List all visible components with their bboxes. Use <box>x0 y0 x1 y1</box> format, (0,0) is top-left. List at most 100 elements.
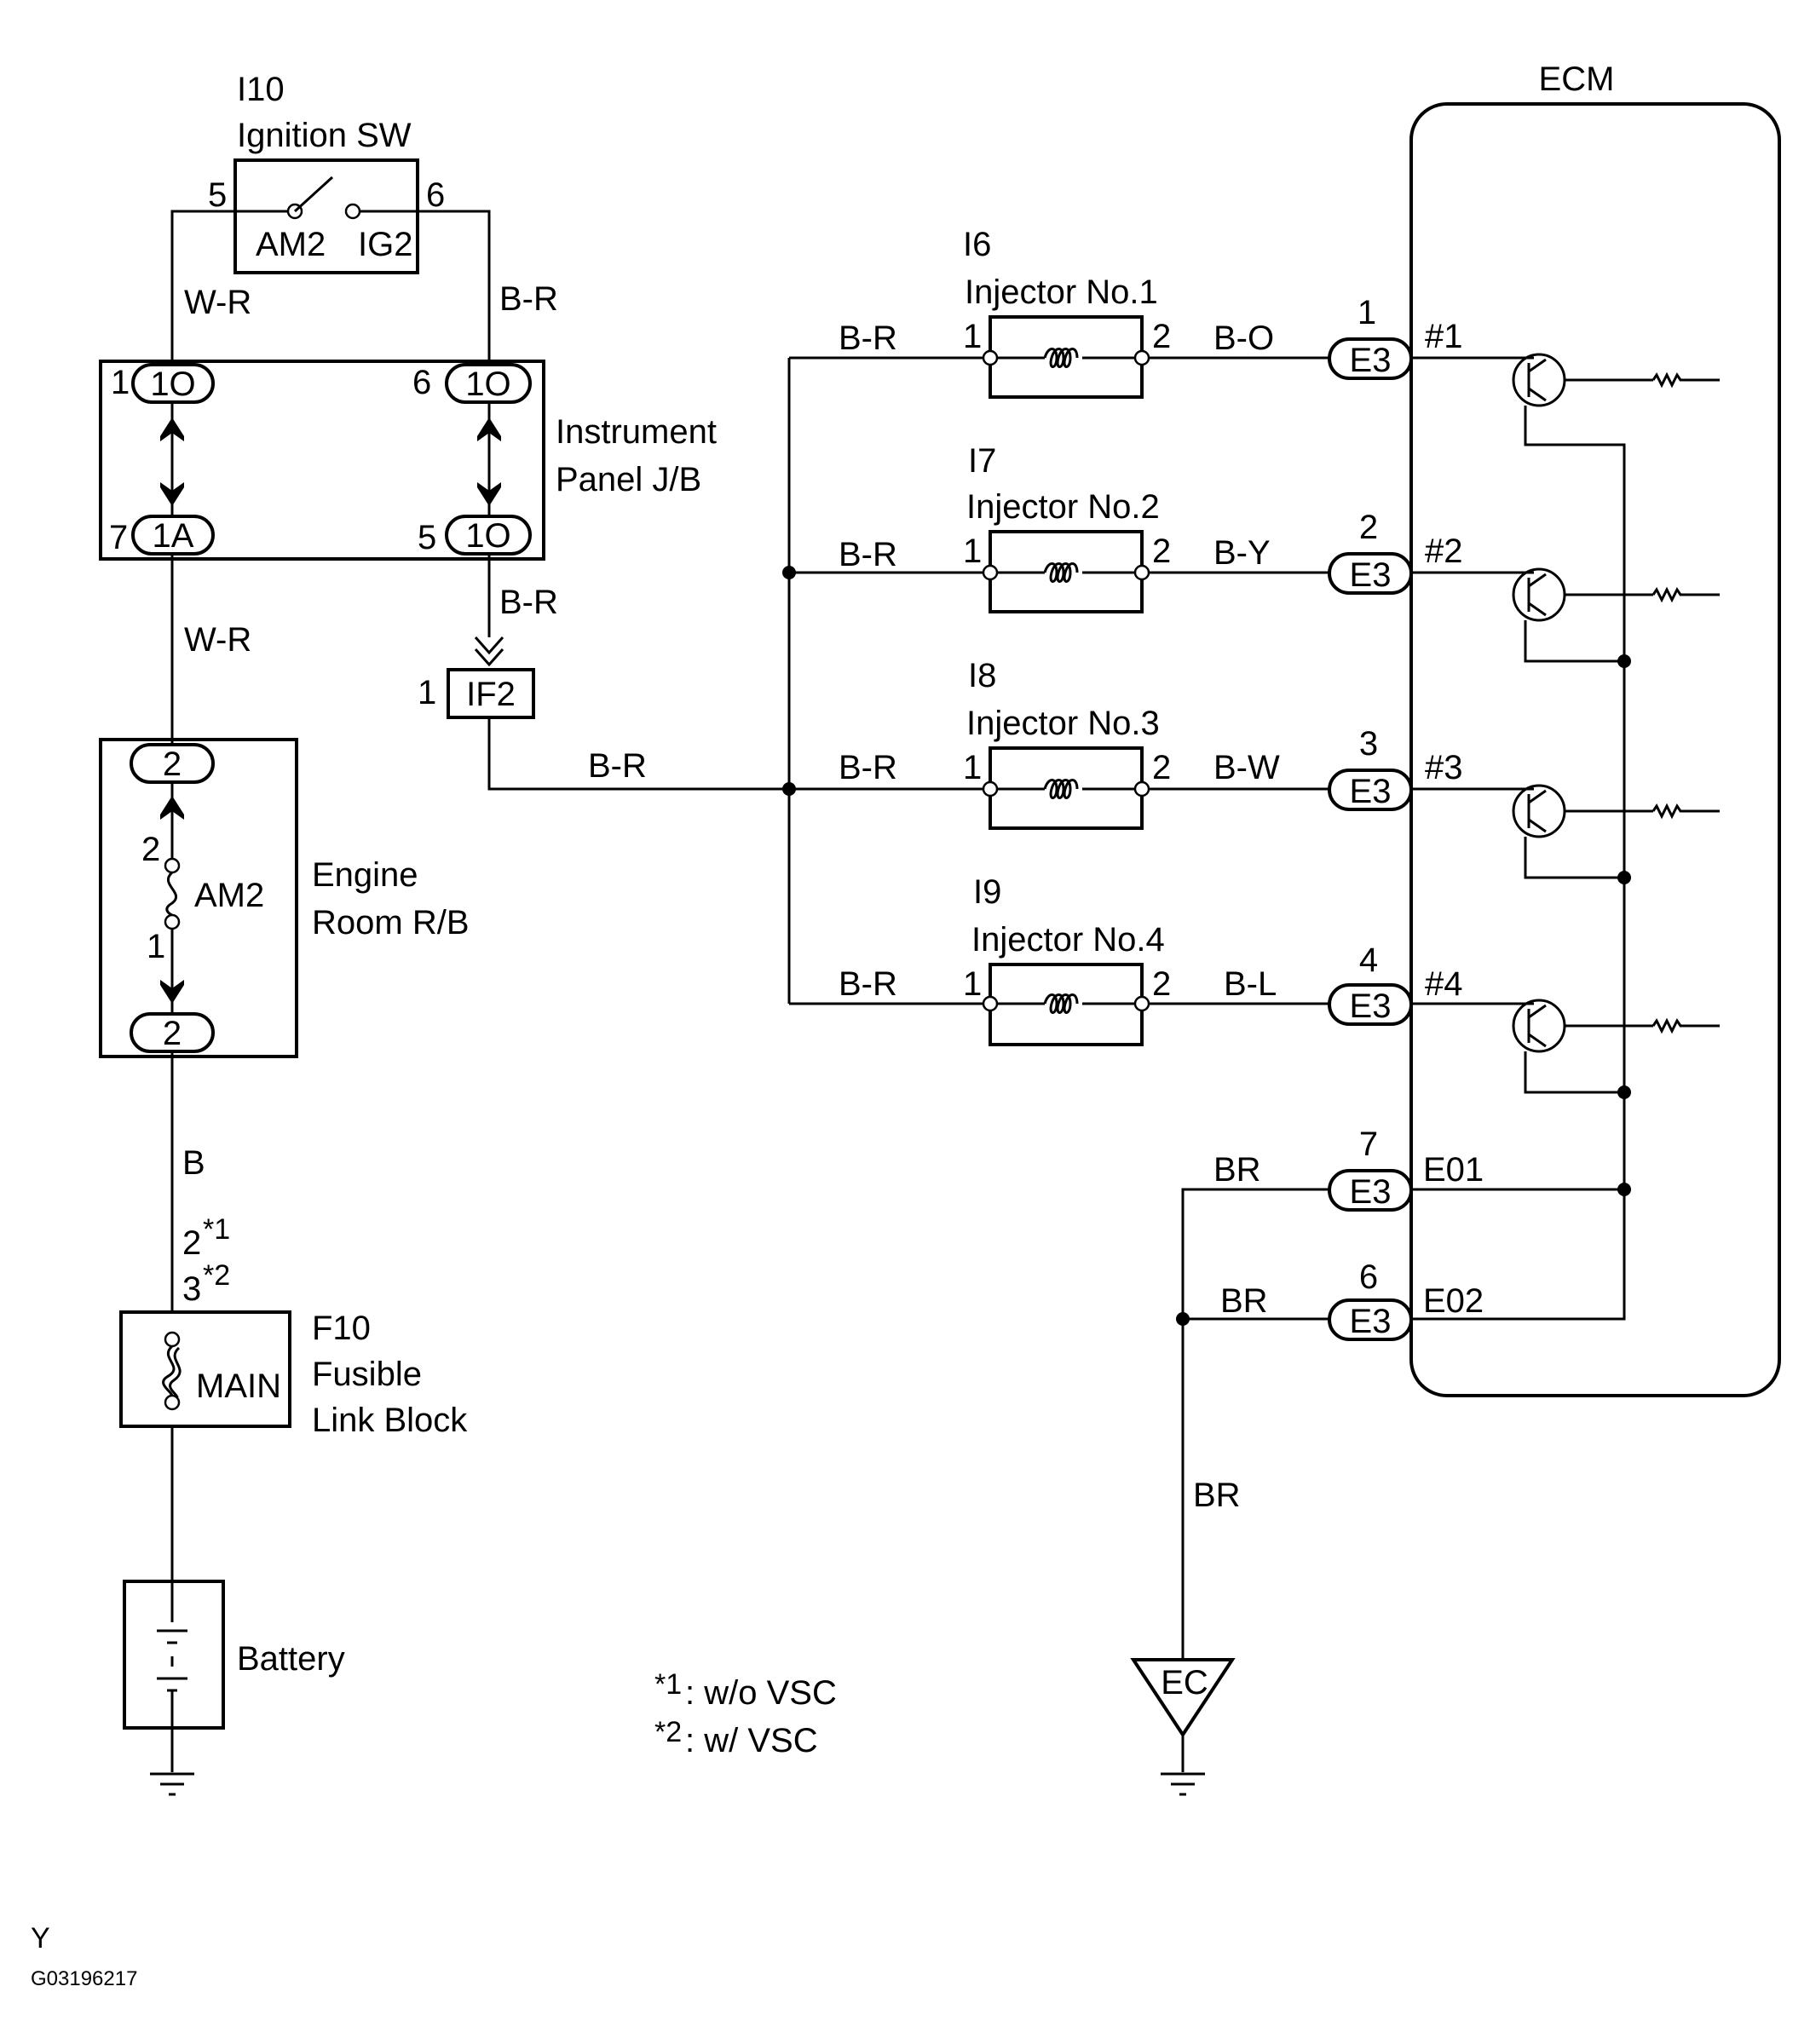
injector-2-coil-icon <box>1043 562 1079 583</box>
injector-4-pin2: 2 <box>1152 965 1171 1003</box>
jb-arrow-down-left <box>160 482 184 506</box>
injector-2: I7 Injector No.2 B-R 1 2 B-Y 2 E3 #2 <box>789 442 1463 613</box>
ecm-driver-3-junction <box>1617 871 1631 884</box>
wire-label-br-mid: B-R <box>499 584 558 621</box>
jb-pin-1: 1 <box>111 364 130 401</box>
ground-e01-term: E01 <box>1423 1151 1484 1189</box>
ecm-driver-2-transistor-icon <box>1512 567 1566 622</box>
ignition-switch-box <box>233 158 419 274</box>
jb-connector-bot-right-label: 1O <box>465 517 510 555</box>
ignition-pin-6: 6 <box>426 176 445 214</box>
note-2-mark: *2 <box>654 1716 682 1748</box>
ecm-driver-3-emitter <box>1528 818 1547 833</box>
injector-1-ecm-term: #1 <box>1425 318 1463 355</box>
ecm-label: ECM <box>1539 60 1615 98</box>
injector-4-out-wire: B-L <box>1224 965 1277 1003</box>
main-fuse-label: MAIN <box>196 1367 281 1405</box>
wire-label-wr-top: W-R <box>184 284 251 321</box>
engine-rb-arrow-down <box>160 980 184 1004</box>
fusible-link-block: MAIN F10 Fusible Link Block <box>119 1310 468 1439</box>
if2-pin: 1 <box>418 674 436 711</box>
injector-3-pin2: 2 <box>1152 749 1171 786</box>
main-fuse-pin-bot <box>164 1394 181 1411</box>
fusible-name-line1: Fusible <box>312 1356 422 1393</box>
ignition-switch-ref: I10 <box>237 71 285 108</box>
wire-ign-to-jb-left <box>170 210 288 361</box>
injector-1-pin2: 2 <box>1152 318 1171 355</box>
ground-e01-e3-connector <box>1328 1169 1413 1212</box>
ignition-contact-ig2 <box>344 203 361 220</box>
injector-4-terminal-1 <box>982 995 999 1012</box>
injector-1-coil-icon <box>1043 348 1079 368</box>
wire-ign-to-jb-right <box>360 210 491 361</box>
wire-if2-to-bus <box>487 717 789 791</box>
injector-1: I6 Injector No.1 B-R 1 2 B-O 1 E3 #1 <box>789 226 1463 399</box>
jb-arrow-up-right <box>477 417 501 441</box>
ecm-driver-1-collector <box>1528 358 1547 373</box>
jb-pin-5: 5 <box>418 519 436 556</box>
ecm-driver-2-resistor-icon <box>1651 586 1720 603</box>
injector-3-out-wire: B-W <box>1213 749 1280 786</box>
injector-2-conn-label: E3 <box>1350 556 1392 594</box>
injector-4-ecm-term: #4 <box>1425 965 1463 1003</box>
note-1-text: : w/o VSC <box>685 1674 837 1712</box>
fusible-box <box>119 1310 291 1428</box>
instrument-panel-jb: Instrument Panel J/B 1 1O 6 1O 7 1A 5 1O <box>99 360 717 561</box>
jb-arrow-down-right <box>477 482 501 506</box>
ecm-driver-1-resistor-icon <box>1651 371 1720 389</box>
fusible-ref: F10 <box>312 1310 371 1347</box>
wire-label-b: B <box>182 1144 205 1182</box>
injector-2-terminal-1 <box>982 564 999 581</box>
ecm-driver-3-emitter-wire <box>1524 837 1624 879</box>
injector-4-ref: I9 <box>973 873 1001 911</box>
ecm-ground-e01: BR 7 E3 E01 <box>1181 1126 1484 1348</box>
jb-pin-7: 7 <box>109 519 128 556</box>
injector-1-conn-label: E3 <box>1350 342 1392 379</box>
battery-box <box>123 1580 225 1730</box>
injector-3-name: Injector No.3 <box>966 705 1160 742</box>
ground-e01-conn-label: E3 <box>1350 1173 1392 1211</box>
jb-name-line1: Instrument <box>556 413 717 451</box>
ignition-switch-name: Ignition SW <box>237 117 412 154</box>
injector-1-out-wire: B-O <box>1213 320 1274 357</box>
am2-fuse-pin-bot-label: 1 <box>147 928 165 965</box>
ecm-driver-3-transistor-icon <box>1512 784 1566 838</box>
jb-arrow-up-left <box>160 417 184 441</box>
main-fuse-element <box>162 1344 176 1396</box>
injector-4-terminal-2 <box>1133 995 1150 1012</box>
ecm-driver-3 <box>1411 784 1720 884</box>
fusible-pin-3-sup: *2 <box>203 1259 230 1292</box>
injector-1-name: Injector No.1 <box>965 273 1158 311</box>
injector-2-pin1: 1 <box>963 533 982 570</box>
ecm-driver-4-transistor-icon <box>1512 999 1566 1053</box>
main-fuse-pin-top <box>164 1331 181 1348</box>
ignition-switch-lever <box>293 176 334 213</box>
fusible-pin-2-sup: *1 <box>203 1213 230 1246</box>
injector-1-terminal-2 <box>1133 349 1150 366</box>
am2-fuse-pin-top <box>164 857 181 874</box>
ecm-e01-junction <box>1617 1183 1631 1196</box>
engine-rb-name-line1: Engine <box>312 856 418 894</box>
injector-2-conn-pin: 2 <box>1359 509 1378 546</box>
injector-3-ecm-term: #3 <box>1425 749 1463 786</box>
ecm: ECM <box>1409 60 1781 1397</box>
injector-2-name: Injector No.2 <box>966 488 1160 526</box>
injector-4-name: Injector No.4 <box>971 921 1165 959</box>
wire-label-br-top: B-R <box>499 280 558 318</box>
injector-3-terminal-2 <box>1133 780 1150 797</box>
ground-e02-conn-label: E3 <box>1350 1303 1392 1340</box>
fusible-pin-3: 3 <box>182 1270 201 1308</box>
if2-chevron-1 <box>474 636 504 655</box>
ground-e02-term: E02 <box>1423 1282 1484 1320</box>
am2-fuse-pin-bot <box>164 913 181 930</box>
ecm-ground-e02: BR 6 E3 E02 <box>1176 1258 1484 1341</box>
if2-box <box>447 668 535 719</box>
ec-ground-point: EC <box>1130 1658 1236 1772</box>
battery-label: Battery <box>237 1640 345 1678</box>
wire-label-wr-mid: W-R <box>184 621 251 659</box>
ecm-driver-3-resistor-icon <box>1651 803 1720 820</box>
injector-3: I8 Injector No.3 B-R 1 2 B-W 3 E3 #3 <box>789 657 1463 830</box>
jb-pin-6: 6 <box>412 364 431 401</box>
ecm-driver-3-collector <box>1528 789 1547 804</box>
ground-e02-wire-label: BR <box>1220 1282 1268 1320</box>
